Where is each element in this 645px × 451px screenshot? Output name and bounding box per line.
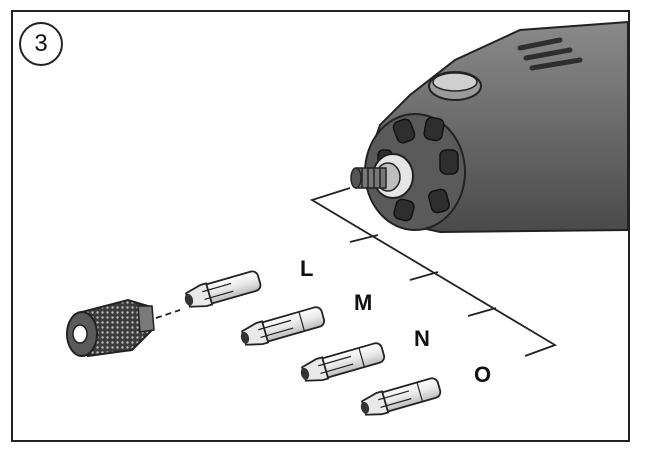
- threaded-shaft: [350, 167, 387, 189]
- collet-label-N: N: [414, 326, 430, 351]
- step-number-badge: 3: [19, 22, 63, 66]
- collet-label-M: M: [354, 290, 372, 315]
- collet-label-L: L: [300, 256, 313, 281]
- alignment-line: [155, 309, 181, 319]
- collet-O: [360, 377, 442, 416]
- rotary-tool: [350, 20, 629, 234]
- vent-slots: [517, 37, 583, 71]
- collet-nut: [66, 298, 155, 358]
- collet-size-scale: [309, 187, 558, 357]
- collet-N: [300, 342, 386, 382]
- collet-M: [240, 306, 326, 346]
- collet-L: [184, 270, 262, 308]
- collet-label-O: O: [474, 362, 491, 387]
